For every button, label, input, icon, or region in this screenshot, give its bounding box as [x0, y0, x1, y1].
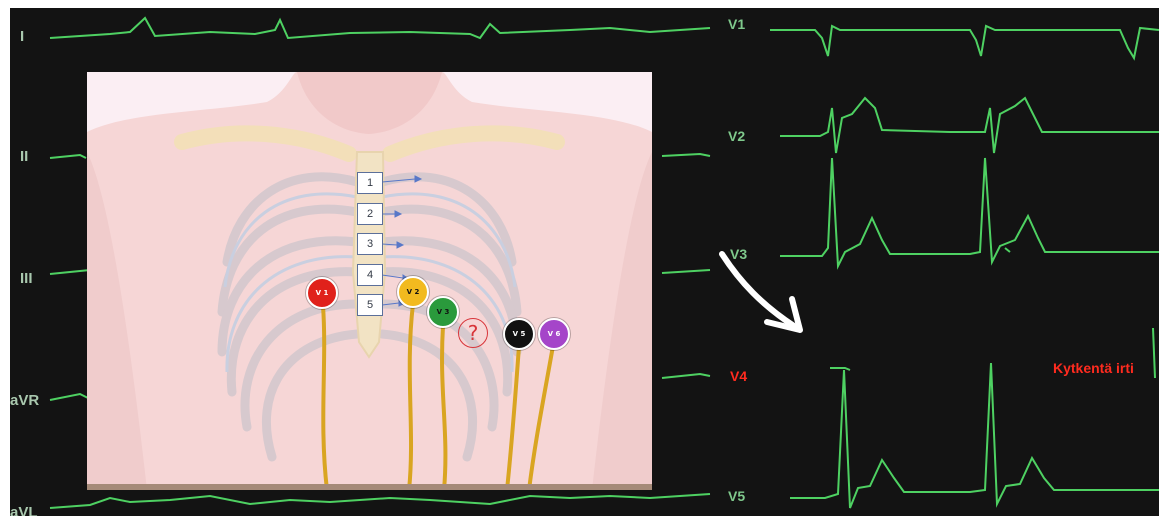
lead-label-i: I — [20, 28, 24, 45]
trace-lead-v5 — [790, 363, 1159, 508]
electrode-v2: V 2 — [397, 276, 429, 308]
trace-lead-v4 — [830, 368, 850, 370]
lead-label-v4: V4 — [730, 368, 747, 384]
lead-label-v2: V2 — [728, 128, 745, 144]
intercostal-space-5: 5 — [357, 294, 383, 316]
lead-label-ii: II — [20, 148, 28, 165]
trace-lead-v2 — [780, 98, 1159, 153]
lead-off-alarm: Kytkentä irti — [1053, 360, 1134, 376]
trace-lead-avl — [50, 494, 710, 508]
intercostal-space-1: 1 — [357, 172, 383, 194]
lead-label-v1: V1 — [728, 16, 745, 32]
intercostal-space-3: 3 — [357, 233, 383, 255]
electrode-v5: V 5 — [503, 318, 535, 350]
lead-label-v3: V3 — [730, 246, 747, 262]
lead-label-avl: aVL — [10, 504, 38, 516]
trace-lead-v3 — [780, 158, 1159, 266]
intercostal-space-2: 2 — [357, 203, 383, 225]
electrode-v6: V 6 — [538, 318, 570, 350]
electrode-v1: V 1 — [306, 277, 338, 309]
missing-v4-question-icon: ? — [458, 318, 488, 348]
trace-lead-i — [50, 18, 710, 38]
intercostal-space-4: 4 — [357, 264, 383, 286]
electrode-placement-diagram: 1 2 3 4 5 V 1 V 2 V 3 V 5 V 6 ? — [87, 72, 652, 490]
lead-label-avr: aVR — [10, 392, 39, 409]
electrode-v3: V 3 — [427, 296, 459, 328]
diagram-bottom-edge — [87, 484, 652, 490]
trace-lead-v1 — [770, 26, 1159, 58]
lead-label-iii: III — [20, 270, 33, 287]
lead-label-v5: V5 — [728, 488, 745, 504]
